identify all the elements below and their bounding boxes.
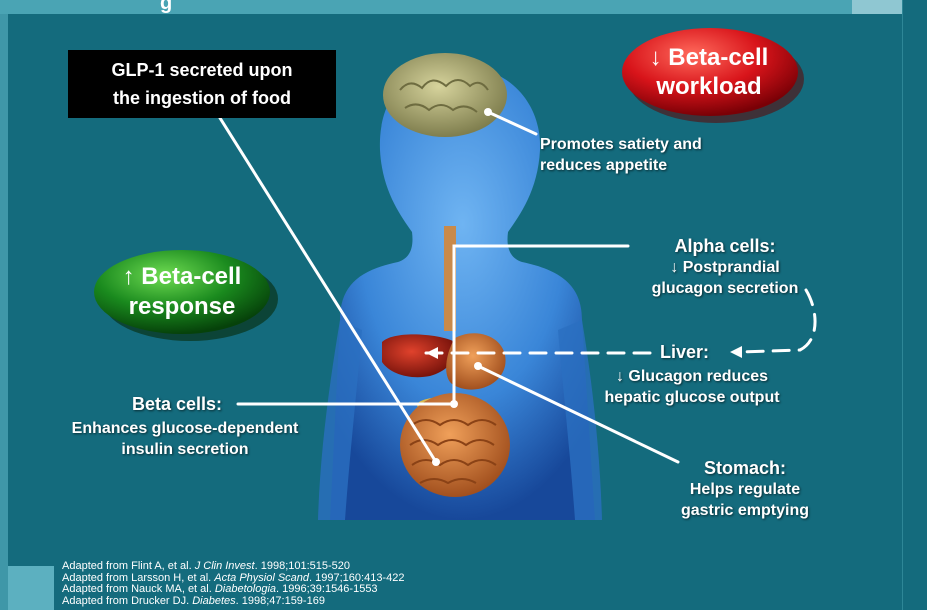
- intestines-shape: [400, 393, 510, 497]
- brain-label: Promotes satiety and reduces appetite: [540, 134, 702, 176]
- beta-cell-workload-line1: ↓ Beta-cell: [620, 43, 798, 72]
- brain-label-line2: reduces appetite: [540, 155, 702, 176]
- reference-prefix: Adapted from Larsson H, et al.: [62, 572, 214, 584]
- reference-journal: Diabetes: [192, 595, 235, 607]
- beta-cells-line1: Enhances glucose-dependent: [40, 418, 330, 439]
- beta-cell-workload-label: ↓ Beta-cell workload: [620, 28, 798, 116]
- beta-cells-heading-label: Beta cells:: [132, 394, 222, 415]
- liver-line1: ↓ Glucagon reduces: [572, 366, 812, 387]
- reference-prefix: Adapted from Nauck MA, et al.: [62, 583, 215, 595]
- beta-cells-label: Enhances glucose-dependent insulin secre…: [40, 418, 330, 460]
- reference-prefix: Adapted from Flint A, et al.: [62, 560, 195, 572]
- reference-prefix: Adapted from Drucker DJ.: [62, 595, 192, 607]
- reference-journal: J Clin Invest: [195, 560, 255, 572]
- beta-cells-heading: Beta cells:: [132, 394, 222, 415]
- liver-label-arrowhead: [730, 346, 742, 358]
- reference-journal: Diabetologia: [215, 583, 276, 595]
- beta-cells-line2: insulin secretion: [40, 439, 330, 460]
- reference-journal: Acta Physiol Scand: [214, 572, 309, 584]
- alpha-cells-line1: ↓ Postprandial: [600, 257, 850, 278]
- glp1-secreted-box: GLP-1 secreted upon the ingestion of foo…: [68, 50, 336, 118]
- beta-cell-response-line2: response: [94, 292, 270, 322]
- alpha-cells-label: Alpha cells: ↓ Postprandial glucagon sec…: [600, 236, 850, 299]
- glp1-line1: GLP-1 secreted upon: [68, 56, 336, 84]
- references-list: Adapted from Flint A, et al. J Clin Inve…: [62, 561, 404, 607]
- alpha-liver-dashed-connector: [740, 290, 815, 352]
- reference-suffix: . 1998;101:515-520: [255, 560, 350, 572]
- stomach-label: Stomach: Helps regulate gastric emptying: [650, 458, 840, 521]
- reference-suffix: . 1997;160:413-422: [309, 572, 404, 584]
- alpha-cells-heading: Alpha cells:: [600, 236, 850, 257]
- liver-line2: hepatic glucose output: [572, 387, 812, 408]
- reference-suffix: . 1996;39:1546-1553: [276, 583, 378, 595]
- brain-shape: [383, 53, 507, 137]
- stomach-heading: Stomach:: [650, 458, 840, 479]
- beta-cell-response-label: ↑ Beta-cell response: [94, 250, 270, 334]
- liver-heading: Liver:: [660, 342, 709, 363]
- brain-label-line1: Promotes satiety and: [540, 134, 702, 155]
- beta-cell-workload-line2: workload: [620, 72, 798, 101]
- beta-cell-response-line1: ↑ Beta-cell: [94, 262, 270, 292]
- stomach-line1: Helps regulate: [650, 479, 840, 500]
- glp1-line2: the ingestion of food: [68, 84, 336, 112]
- right-edge-bar: [902, 0, 927, 610]
- alpha-cells-line2: glucagon secretion: [600, 278, 850, 299]
- liver-heading-label: Liver:: [660, 342, 709, 363]
- reference-suffix: . 1998;47:159-169: [236, 595, 325, 607]
- stomach-line2: gastric emptying: [650, 500, 840, 521]
- reference-item: Adapted from Drucker DJ. Diabetes. 1998;…: [62, 596, 404, 608]
- liver-label: ↓ Glucagon reduces hepatic glucose outpu…: [572, 366, 812, 408]
